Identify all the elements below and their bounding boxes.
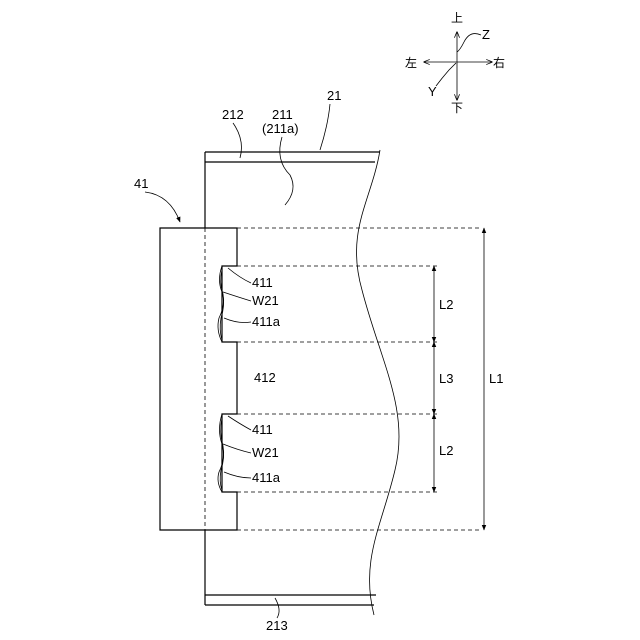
label-213: 213 [266, 618, 288, 633]
direction-indicator: 上 下 左 右 Z Y [405, 11, 505, 115]
label-w21-upper: W21 [252, 293, 279, 308]
label-411a-upper: 411a [252, 314, 281, 329]
label-411-lower: 411 [252, 422, 273, 437]
dim-l2-lower: L2 [439, 443, 453, 458]
label-w21-lower: W21 [252, 445, 279, 460]
axis-y-label: Y [428, 84, 437, 99]
dim-l2-upper: L2 [439, 297, 453, 312]
label-21: 21 [327, 88, 341, 103]
label-211a: (211a) [262, 121, 299, 136]
dimension-lines: L2 L3 L2 L1 [434, 228, 503, 530]
axis-up-label: 上 [451, 11, 463, 25]
axis-left-label: 左 [405, 55, 417, 70]
sheet-21 [205, 150, 399, 615]
dim-l3: L3 [439, 371, 453, 386]
label-411a-lower: 411a [252, 470, 281, 485]
label-211: 211 [272, 107, 293, 122]
label-411-upper: 411 [252, 275, 273, 290]
axis-down-label: 下 [451, 101, 463, 115]
dim-l1: L1 [489, 371, 503, 386]
label-212: 212 [222, 107, 244, 122]
label-41: 41 [134, 176, 148, 191]
reference-labels: 21 211 (211a) 212 213 41 411 W21 411a 41… [134, 88, 341, 633]
axis-z-label: Z [482, 27, 490, 42]
label-412: 412 [254, 370, 276, 385]
member-41 [160, 228, 237, 530]
axis-right-label: 右 [493, 55, 505, 70]
